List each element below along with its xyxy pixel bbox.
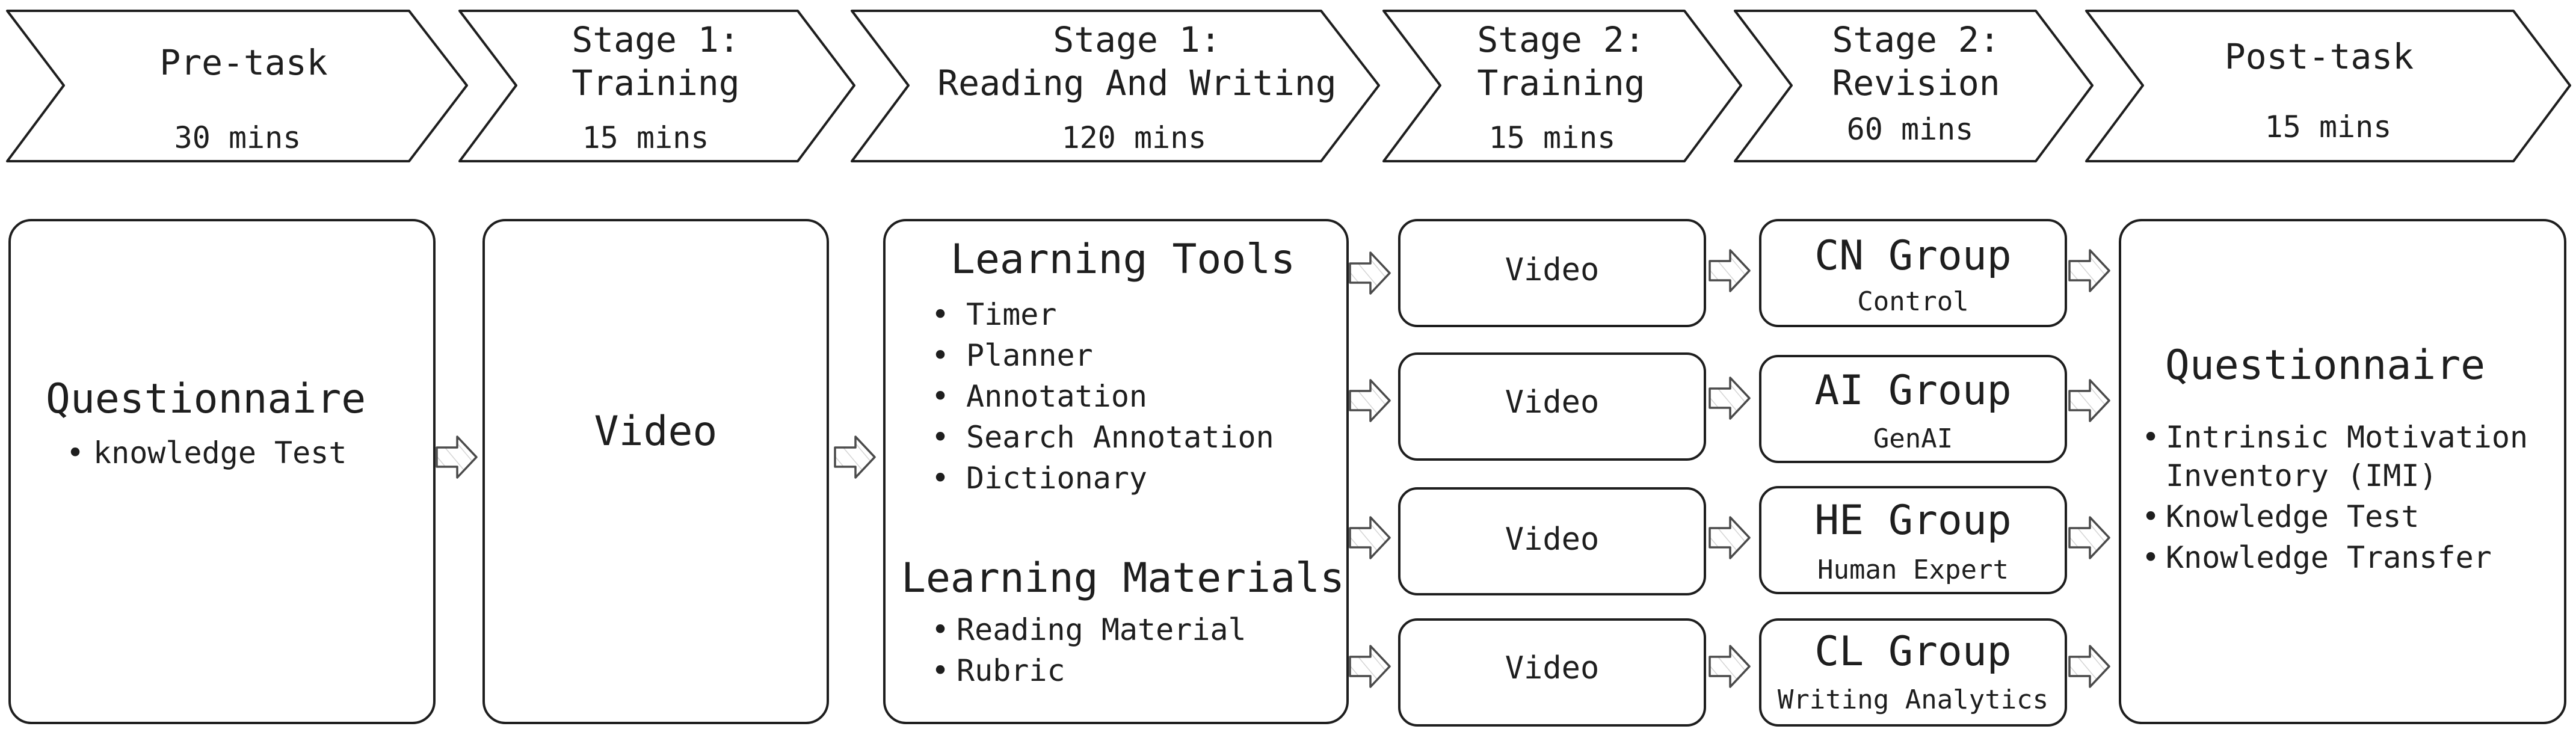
- group-title: CN Group: [1814, 232, 2012, 280]
- stage-pretask: Pre-task 30 mins: [6, 10, 468, 162]
- group-title: AI Group: [1814, 367, 2012, 414]
- stage-time: 15 mins: [1489, 120, 1616, 155]
- bullet: •: [931, 420, 949, 455]
- bullet: •: [2142, 540, 2160, 575]
- stage-time: 15 mins: [582, 120, 709, 155]
- stage-posttask: Post-task 15 mins: [2085, 10, 2571, 162]
- arrow-right-icon: [1709, 249, 1751, 292]
- group-title: CL Group: [1814, 628, 2012, 675]
- stage-1-reading-writing: Stage 1: Reading And Writing 120 mins: [851, 10, 1380, 162]
- reading-writing-box: Learning Tools • Timer • Planner • Annot…: [883, 219, 1349, 724]
- tool-item: Search Annotation: [966, 420, 1274, 455]
- bullet: •: [931, 461, 949, 496]
- posttask-item: Knowledge Transfer: [2166, 540, 2492, 575]
- learning-materials-title: Learning Materials: [901, 555, 1345, 602]
- material-item: Rubric: [957, 653, 1065, 688]
- group-subtitle: Writing Analytics: [1778, 684, 2048, 715]
- stage-title: Stage 2:: [1477, 19, 1645, 60]
- arrow-right-icon: [2068, 249, 2110, 292]
- arrow-right-icon: [1349, 516, 1391, 559]
- stage-title: Stage 1:: [572, 19, 739, 60]
- stage-title: Post-task: [2225, 36, 2414, 77]
- training1-video-box: Video: [482, 219, 829, 724]
- posttask-item: Knowledge Test: [2166, 499, 2419, 534]
- bullet: •: [931, 379, 949, 414]
- training1-title: Video: [594, 408, 718, 455]
- arrow-right-icon: [834, 435, 876, 479]
- stage-2-training: Stage 2: Training 15 mins: [1382, 10, 1742, 162]
- stage-subtitle: Revision: [1832, 63, 2000, 103]
- stage-time: 120 mins: [1062, 120, 1207, 155]
- tool-item: Dictionary: [966, 461, 1147, 496]
- stage-1-training: Stage 1: Training 15 mins: [458, 10, 855, 162]
- arrow-right-icon: [2068, 516, 2110, 559]
- pretask-item: knowledge Test: [93, 435, 347, 470]
- video-label: Video: [1505, 521, 1600, 558]
- pretask-box: Questionnaire • knowledge Test: [8, 219, 436, 724]
- stage-subtitle: Training: [572, 63, 739, 103]
- learning-tools-title: Learning Tools: [951, 236, 1295, 283]
- training2-video-3: Video: [1398, 487, 1706, 595]
- group-subtitle: Control: [1857, 286, 1968, 317]
- posttask-item: Intrinsic Motivation: [2166, 420, 2528, 455]
- tool-item: Annotation: [966, 379, 1147, 414]
- arrow-right-icon: [436, 435, 478, 479]
- training2-video-4: Video: [1398, 618, 1706, 727]
- stage-subtitle: Training: [1477, 63, 1645, 103]
- arrow-right-icon: [1709, 377, 1751, 420]
- training2-video-2: Video: [1398, 352, 1706, 461]
- stage-time: 30 mins: [174, 120, 301, 155]
- arrow-right-icon: [2068, 645, 2110, 688]
- stage-title: Stage 2:: [1832, 19, 2000, 60]
- bullet: •: [931, 653, 949, 688]
- group-subtitle: GenAI: [1873, 423, 1953, 454]
- bullet: •: [931, 612, 949, 647]
- group-title: HE Group: [1814, 497, 2012, 544]
- stage-time: 60 mins: [1847, 112, 1974, 147]
- arrow-right-icon: [1349, 379, 1391, 422]
- group-ai: AI Group GenAI: [1759, 355, 2067, 463]
- tool-item: Planner: [966, 338, 1093, 373]
- bullet: •: [2142, 499, 2160, 534]
- bullet: •: [931, 297, 949, 332]
- training2-video-1: Video: [1398, 219, 1706, 327]
- posttask-item-cont: Inventory (IMI): [2166, 458, 2438, 493]
- material-item: Reading Material: [957, 612, 1246, 647]
- video-label: Video: [1505, 650, 1600, 686]
- arrow-right-icon: [1349, 251, 1391, 295]
- arrow-right-icon: [1349, 645, 1391, 688]
- stage-2-revision: Stage 2: Revision 60 mins: [1734, 10, 2094, 162]
- video-label: Video: [1505, 252, 1600, 288]
- stage-title: Stage 1:: [1053, 19, 1221, 60]
- tool-item: Timer: [966, 297, 1057, 332]
- group-he: HE Group Human Expert: [1759, 486, 2067, 594]
- posttask-box: Questionnaire • Intrinsic Motivation Inv…: [2119, 219, 2566, 724]
- stage-time: 15 mins: [2265, 109, 2392, 144]
- group-subtitle: Human Expert: [1817, 555, 2009, 585]
- posttask-title: Questionnaire: [2165, 342, 2485, 389]
- arrow-right-icon: [2068, 379, 2110, 422]
- video-label: Video: [1505, 384, 1600, 420]
- stage-subtitle: Reading And Writing: [937, 63, 1336, 103]
- bullet: •: [931, 338, 949, 373]
- arrow-right-icon: [1709, 645, 1751, 688]
- stage-title: Pre-task: [159, 42, 327, 83]
- pretask-title: Questionnaire: [46, 375, 366, 423]
- arrow-right-icon: [1709, 516, 1751, 559]
- bullet: •: [66, 435, 84, 470]
- group-cn: CN Group Control: [1759, 219, 2067, 327]
- bullet: •: [2142, 420, 2160, 455]
- group-cl: CL Group Writing Analytics: [1759, 618, 2067, 727]
